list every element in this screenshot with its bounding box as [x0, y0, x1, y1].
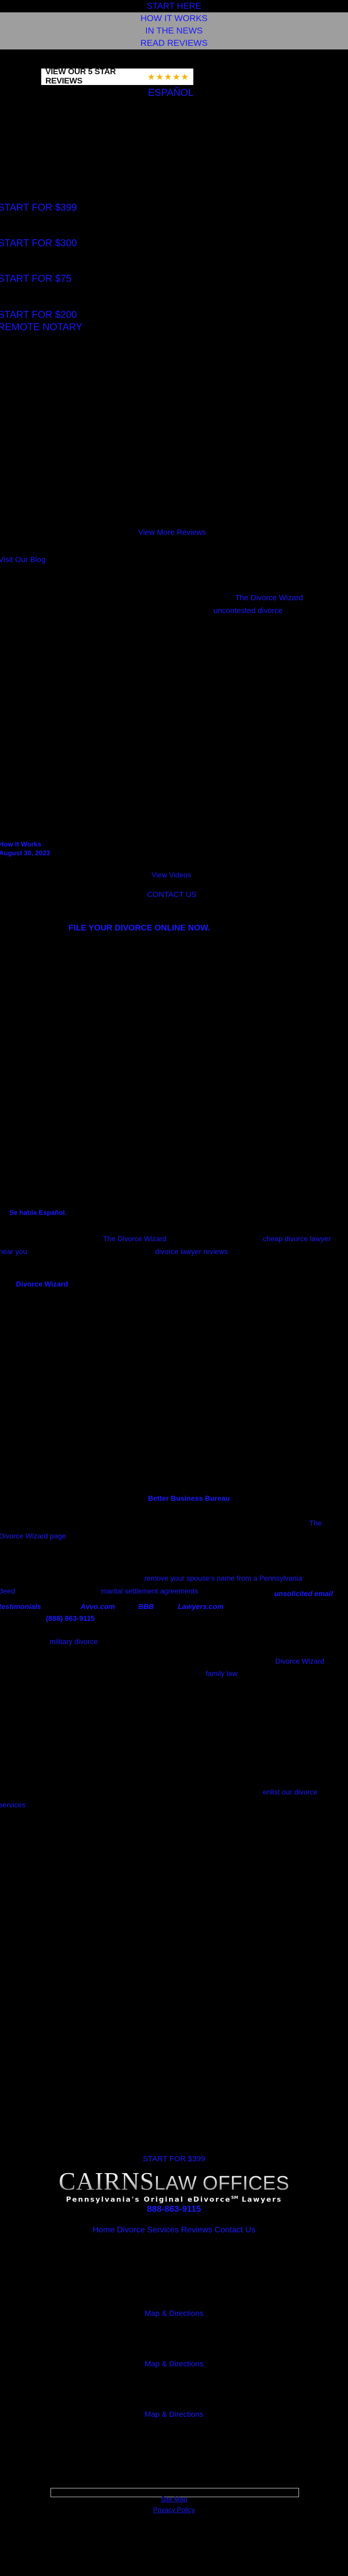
- tagline-prefix: Pennsylvania's Original eDivorce: [65, 2195, 231, 2204]
- divorce-wizard-link-3[interactable]: Divorce Wizard: [16, 1280, 69, 1288]
- visit-our-blog-link[interactable]: Visit Our Blog: [0, 555, 46, 564]
- main-nav: START HERE HOW IT WORKS IN THE NEWS READ…: [0, 0, 348, 49]
- marital-settlement-agreements-link[interactable]: marital settlement agreements: [101, 1587, 198, 1595]
- near-you-link[interactable]: near you: [0, 1247, 27, 1256]
- view-more-reviews-link[interactable]: View More Reviews: [138, 528, 206, 537]
- divorce-lawyer-reviews-link[interactable]: divorce lawyer reviews: [155, 1247, 228, 1256]
- footer-nav-home[interactable]: Home: [92, 2225, 115, 2234]
- how-it-works-label[interactable]: How It Works: [0, 840, 42, 848]
- nav-item-read-reviews[interactable]: READ REVIEWS: [0, 37, 348, 49]
- review-badge-label: VIEW OUR 5 STAR REVIEWS: [45, 67, 116, 86]
- start-for-300-link[interactable]: START FOR $300: [0, 238, 77, 249]
- bbb-link[interactable]: BBB: [138, 1602, 154, 1611]
- footer-nav: Home Divorce Services Reviews Contact Us: [0, 2226, 348, 2235]
- brand-tagline: Pennsylvania's Original eDivorceSM Lawye…: [0, 2195, 348, 2204]
- start-for-75-link[interactable]: START FOR $75: [0, 274, 72, 284]
- enlist-our-divorce-services-link[interactable]: enlist our divorce: [263, 1788, 318, 1796]
- map-and-directions-link-3[interactable]: Map & Directions: [144, 2410, 204, 2419]
- how-it-works-dateline: How It Works August 30, 2023: [0, 840, 50, 857]
- nav-item-in-the-news[interactable]: IN THE NEWS: [0, 25, 348, 37]
- footer-logo: CAIRNSLAW OFFICES Pennsylvania's Origina…: [0, 2168, 348, 2204]
- tagline-suffix: Lawyers: [238, 2195, 283, 2204]
- footer-start-for-399-link[interactable]: START FOR $399: [143, 2155, 205, 2163]
- review-badge[interactable]: VIEW OUR 5 STAR REVIEWS ★★★★★: [41, 67, 193, 86]
- footer-divider-box: [51, 2488, 299, 2497]
- service-mark-icon: SM: [231, 2195, 238, 2200]
- cheap-divorce-lawyer-link[interactable]: cheap divorce lawyer: [263, 1234, 331, 1243]
- remote-notary-link[interactable]: REMOTE NOTARY: [0, 322, 82, 333]
- privacy-policy-link[interactable]: Privacy Policy: [153, 2506, 195, 2514]
- family-law-link[interactable]: family law: [206, 1669, 238, 1677]
- phone-inline-link[interactable]: (888) 863-9115: [46, 1614, 95, 1622]
- footer-nav-divorce-services[interactable]: Divorce Services: [117, 2225, 179, 2234]
- article-date: August 30, 2023: [0, 849, 50, 857]
- nav-item-how-it-works[interactable]: HOW IT WORKS: [0, 12, 348, 25]
- lawyers-com-link[interactable]: Lawyers.com: [178, 1602, 224, 1611]
- start-for-200-link[interactable]: START FOR $200: [0, 310, 77, 320]
- brand-name-serif: CAIRNS: [58, 2167, 155, 2195]
- divorce-wizard-link-4[interactable]: Divorce Wizard: [275, 1657, 324, 1665]
- map-and-directions-link-2[interactable]: Map & Directions: [144, 2360, 204, 2368]
- services-link[interactable]: services: [0, 1801, 26, 1809]
- testimonials-link[interactable]: testimonials: [0, 1602, 41, 1611]
- military-divorce-link[interactable]: military divorce: [49, 1637, 98, 1646]
- view-videos-link[interactable]: View Videos: [152, 871, 191, 879]
- remove-spouse-name-deed-link[interactable]: remove your spouse's name from a Pennsyl…: [144, 1574, 303, 1582]
- start-for-399-link[interactable]: START FOR $399: [0, 202, 77, 213]
- se-habla-espanol-text: Se habla Español.: [9, 1209, 67, 1216]
- map-and-directions-link-1[interactable]: Map & Directions: [144, 2309, 204, 2318]
- footer-phone-link[interactable]: 888-863-9115: [147, 2204, 201, 2214]
- better-business-bureau-link[interactable]: Better Business Bureau: [148, 1494, 230, 1502]
- contact-us-link-top[interactable]: CONTACT US: [147, 890, 197, 899]
- unsolicited-email-text: unsolicited email: [274, 1589, 333, 1598]
- divorce-wizard-page-link[interactable]: Divorce Wizard page: [0, 1532, 66, 1540]
- deed-link[interactable]: deed: [0, 1587, 15, 1595]
- avvo-link[interactable]: Avvo.com: [80, 1602, 115, 1611]
- divorce-wizard-link-2[interactable]: The Divorce Wizard: [103, 1234, 167, 1243]
- footer-nav-contact-us[interactable]: Contact Us: [214, 2225, 256, 2234]
- brand-wordmark: CAIRNSLAW OFFICES: [59, 2168, 289, 2194]
- five-star-icon: ★★★★★: [147, 72, 189, 82]
- file-your-divorce-online-link[interactable]: FILE YOUR DIVORCE ONLINE NOW.: [69, 924, 210, 933]
- the-word-text: The: [309, 1519, 322, 1527]
- uncontested-divorce-link[interactable]: uncontested divorce: [213, 606, 283, 615]
- nav-item-start-here[interactable]: START HERE: [146, 1, 202, 11]
- brand-name-sans: LAW OFFICES: [154, 2173, 290, 2194]
- footer-nav-reviews[interactable]: Reviews: [181, 2225, 212, 2234]
- footer: START FOR $399 CAIRNSLAW OFFICES Pennsyl…: [0, 2154, 348, 2235]
- site-map-link[interactable]: Site Map: [160, 2495, 188, 2503]
- footer-bottom-links: Site Map Privacy Policy: [0, 2494, 348, 2515]
- espanol-link[interactable]: ESPAÑOL: [148, 88, 194, 98]
- divorce-wizard-link-1[interactable]: The Divorce Wizard: [235, 594, 303, 602]
